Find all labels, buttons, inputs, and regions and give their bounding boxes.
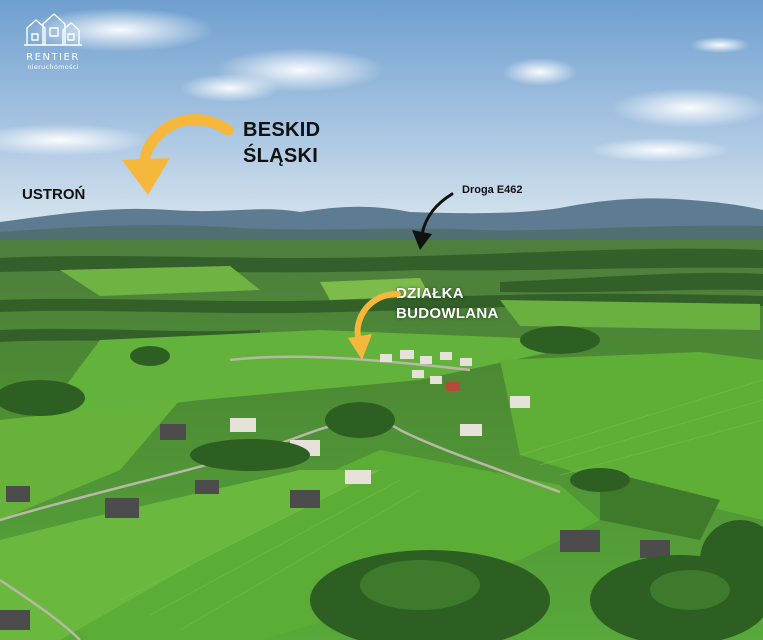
label-dzialka-line2: BUDOWLANA [396,305,499,322]
label-beskid-line2: ŚLĄSKI [243,145,319,167]
label-dzialka-budowlana: DZIAŁKA BUDOWLANA [396,284,499,324]
curved-arrow-icon [348,291,401,360]
label-beskid-slaski: BESKID ŚLĄSKI [243,117,320,169]
rentier-logo: RENTIER nieruchomości [18,12,88,71]
house-outline-icon [24,13,82,46]
curved-arrow-icon [122,114,234,195]
label-ustron: USTROŃ [22,186,86,203]
fields [0,266,763,640]
clouds [0,8,763,162]
field-stripes [119,379,763,631]
logo-name: RENTIER [26,52,80,63]
village [0,350,670,630]
label-droga: Droga E462 [462,184,523,196]
tree-highlights [360,560,730,610]
label-beskid-line1: BESKID [243,119,321,141]
curved-arrow-icon [412,192,454,250]
logo-subtitle: nieruchomości [27,63,79,71]
label-dzialka-line1: DZIAŁKA [396,285,464,302]
